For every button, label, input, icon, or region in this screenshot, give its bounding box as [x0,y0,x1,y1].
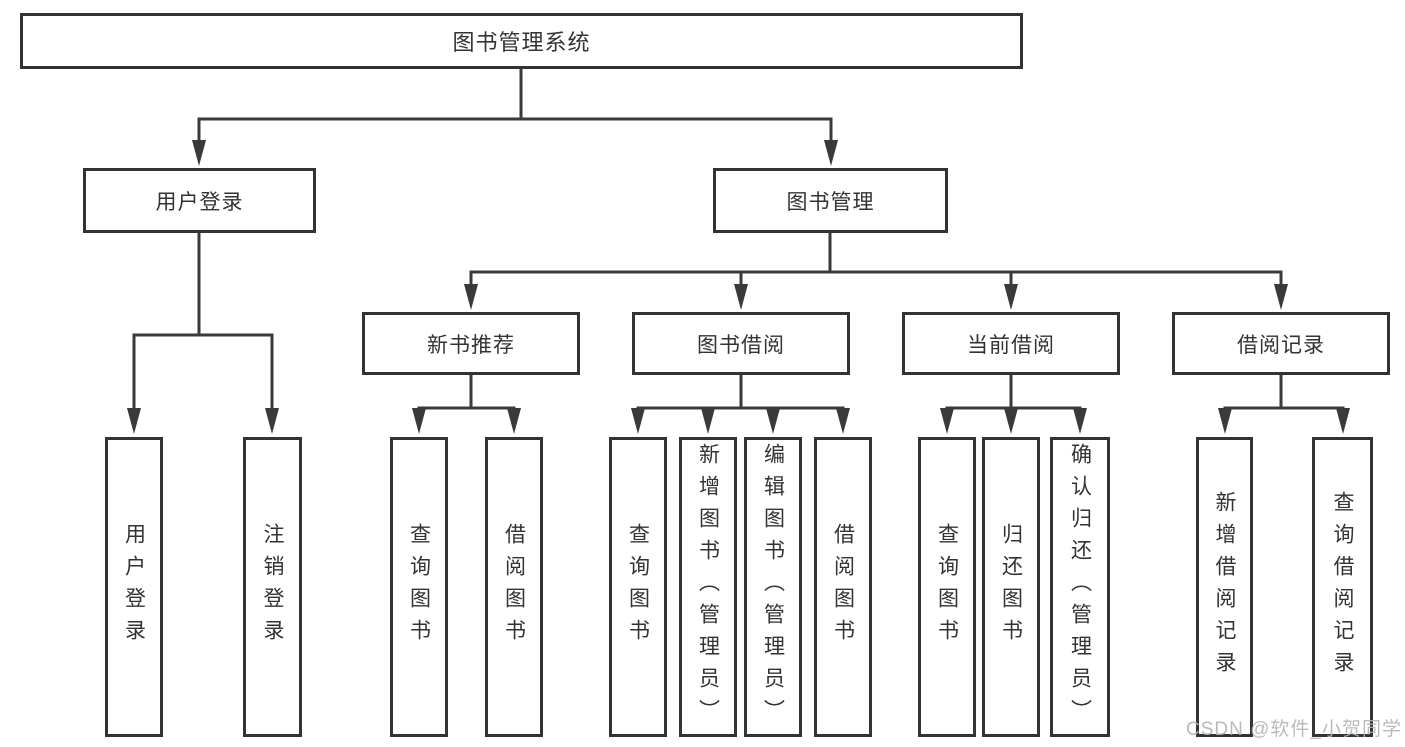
leaf-query-books-1: 查询图书 [390,437,448,737]
leaf-user-login-label: 用户登录 [122,523,146,651]
watermark-text: CSDN @软件_小贺同学 [1186,719,1402,740]
node-new-book-recommend-label: 新书推荐 [427,333,515,357]
leaf-user-login: 用户登录 [105,437,163,737]
leaf-confirm-return-admin-label: 确认归还（管理员） [1068,443,1092,731]
node-book-borrow: 图书借阅 [632,312,850,375]
node-library-system-label: 图书管理系统 [452,30,591,55]
leaf-add-book-admin: 新增图书（管理员） [679,437,737,737]
node-current-borrow-label: 当前借阅 [967,333,1055,357]
leaf-query-books-2: 查询图书 [609,437,667,737]
leaf-logout-label: 注销登录 [261,523,284,651]
leaf-borrow-books-2: 借阅图书 [814,437,872,737]
node-library-system: 图书管理系统 [20,13,1023,69]
leaf-add-borrow-record: 新增借阅记录 [1196,437,1253,737]
node-borrow-records: 借阅记录 [1172,312,1390,375]
leaf-confirm-return-admin: 确认归还（管理员） [1050,437,1110,737]
node-current-borrow: 当前借阅 [902,312,1120,375]
node-user-login-label: 用户登录 [155,190,244,214]
leaf-return-books: 归还图书 [982,437,1040,737]
node-book-borrow-label: 图书借阅 [697,333,785,357]
node-book-management: 图书管理 [713,168,948,233]
node-user-login: 用户登录 [83,168,316,233]
leaf-query-books-2-label: 查询图书 [626,523,650,651]
node-borrow-records-label: 借阅记录 [1237,333,1325,357]
leaf-edit-book-admin-label: 编辑图书（管理员） [761,443,785,731]
leaf-edit-book-admin: 编辑图书（管理员） [744,437,802,737]
leaf-borrow-books-2-label: 借阅图书 [831,523,855,651]
leaf-add-borrow-record-label: 新增借阅记录 [1213,491,1236,683]
node-new-book-recommend: 新书推荐 [362,312,580,375]
leaf-query-borrow-record-label: 查询借阅记录 [1331,491,1354,683]
leaf-query-books-1-label: 查询图书 [407,523,431,651]
leaf-add-book-admin-label: 新增图书（管理员） [696,443,720,731]
leaf-query-books-3: 查询图书 [918,437,976,737]
leaf-query-books-3-label: 查询图书 [935,523,959,651]
leaf-borrow-books-1: 借阅图书 [485,437,543,737]
leaf-logout: 注销登录 [243,437,302,737]
node-book-management-label: 图书管理 [786,190,875,214]
leaf-borrow-books-1-label: 借阅图书 [502,523,526,651]
leaf-return-books-label: 归还图书 [999,523,1023,651]
leaf-query-borrow-record: 查询借阅记录 [1312,437,1373,737]
